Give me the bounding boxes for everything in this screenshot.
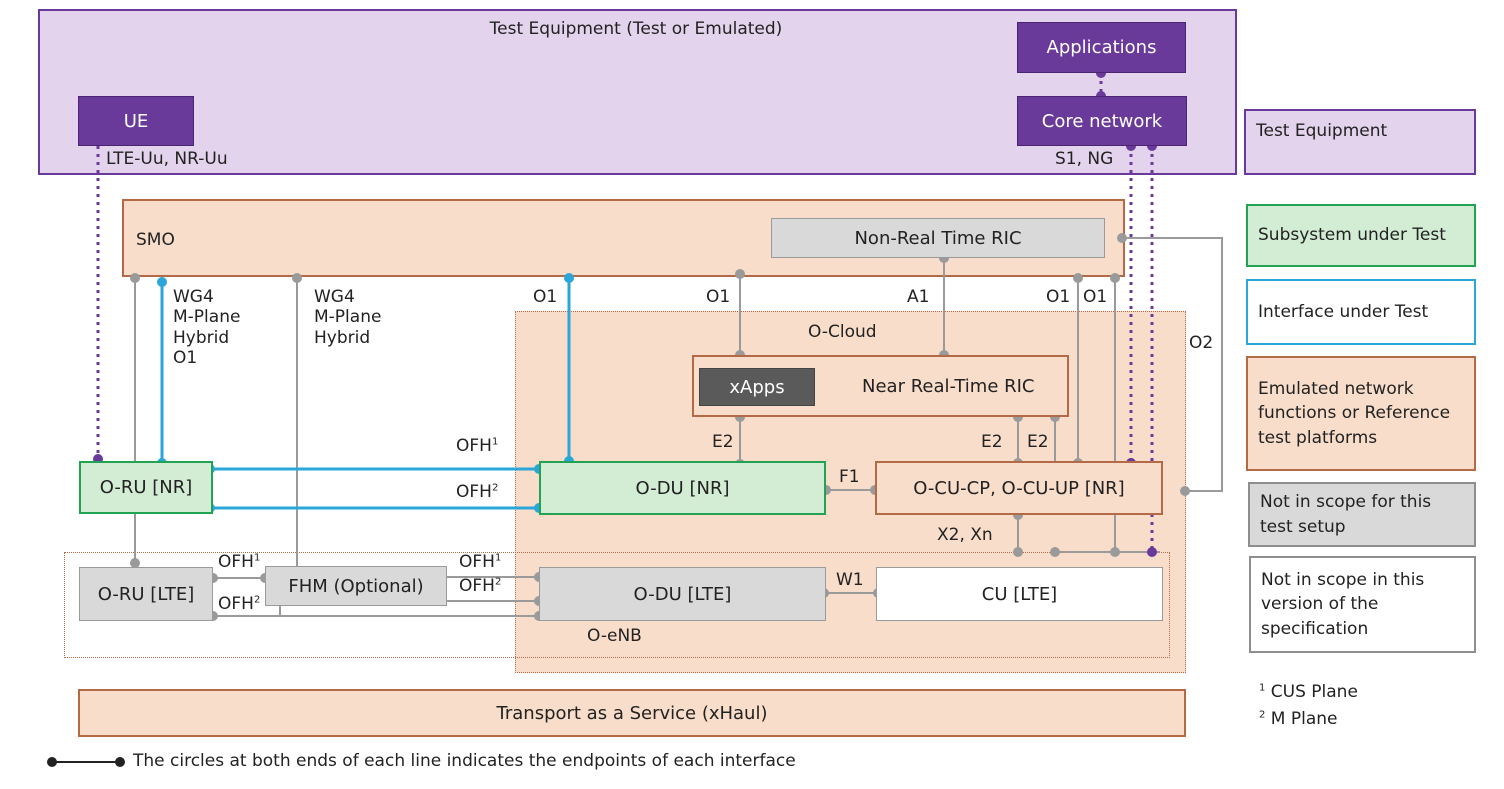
footnote-1: 1 CUS Plane bbox=[1259, 682, 1358, 702]
wg4-line: WG4 bbox=[314, 287, 355, 307]
m-plane-line: M-Plane bbox=[314, 307, 382, 328]
endpoint bbox=[1073, 273, 1083, 283]
e2-cu-label-2: E2 bbox=[1027, 432, 1049, 452]
e2-odu-label: E2 bbox=[712, 432, 734, 452]
legend-not-in-scope-setup: Not in scope for this test setup bbox=[1248, 482, 1476, 547]
a1-label: A1 bbox=[907, 287, 930, 307]
endpoint bbox=[1110, 547, 1120, 557]
sup-1: 1 bbox=[253, 552, 261, 564]
o-du-nr-box: O-DU [NR] bbox=[539, 461, 826, 515]
non-rt-ric-box: Non-Real Time RIC bbox=[771, 218, 1105, 258]
footnote-2: 2 M Plane bbox=[1259, 709, 1337, 729]
e2-cu-label-1: E2 bbox=[981, 432, 1003, 452]
test-equipment-title: Test Equipment (Test or Emulated) bbox=[489, 19, 783, 39]
w1-label: W1 bbox=[836, 570, 864, 590]
endpoint bbox=[130, 273, 140, 283]
legend-not-in-scope-spec: Not in scope in this version of the spec… bbox=[1249, 556, 1476, 653]
ofh-text: OFH bbox=[456, 482, 492, 502]
ofh-text: OFH bbox=[459, 576, 495, 596]
sup-2: 2 bbox=[491, 482, 499, 494]
sup-1: 1 bbox=[494, 552, 502, 564]
o-ru-nr-box: O-RU [NR] bbox=[79, 461, 213, 514]
legend-test-equipment: Test Equipment bbox=[1244, 109, 1476, 175]
ofh-m-nr-label: OFH2 bbox=[456, 482, 498, 502]
o2-line bbox=[1122, 237, 1223, 492]
endpoint bbox=[130, 558, 140, 568]
ofh-m-lte-label-2: OFH2 bbox=[459, 576, 501, 596]
xapps-box: xApps bbox=[699, 368, 815, 406]
ocloud-label: O-Cloud bbox=[808, 322, 877, 342]
endpoints-note: The circles at both ends of each line in… bbox=[133, 751, 796, 771]
legend-interface-under-test: Interface under Test bbox=[1246, 279, 1476, 345]
f1-label: F1 bbox=[839, 467, 860, 487]
sup-2: 2 bbox=[1259, 709, 1266, 721]
x2-xn-label: X2, Xn bbox=[937, 525, 993, 545]
near-rt-ric-label: Near Real-Time RIC bbox=[862, 376, 1035, 397]
sup-2: 2 bbox=[494, 576, 502, 588]
ue-interface-label: LTE-Uu, NR-Uu bbox=[106, 149, 228, 169]
ofh-text: OFH bbox=[218, 594, 254, 614]
endpoint bbox=[1050, 547, 1060, 557]
fhm-box: FHM (Optional) bbox=[265, 566, 447, 606]
o-cu-nr-box: O-CU-CP, O-CU-UP [NR] bbox=[875, 461, 1163, 515]
endpoint bbox=[47, 757, 57, 767]
o2-label: O2 bbox=[1189, 333, 1214, 353]
smo-label: SMO bbox=[136, 230, 175, 250]
endpoint bbox=[1117, 233, 1127, 243]
footnote-2-text: M Plane bbox=[1270, 709, 1338, 729]
endpoint bbox=[292, 273, 302, 283]
ofh-cus-nr-label: OFH1 bbox=[456, 436, 498, 456]
oenb-container bbox=[64, 552, 1170, 658]
o1-odu-label: O1 bbox=[533, 287, 558, 307]
footnote-1-text: CUS Plane bbox=[1270, 682, 1358, 702]
core-interface-label: S1, NG bbox=[1055, 149, 1114, 169]
o-du-lte-box: O-DU [LTE] bbox=[539, 567, 826, 621]
wg4-hybrid-label: WG4 M-Plane Hybrid bbox=[314, 287, 381, 348]
ofh-text: OFH bbox=[456, 436, 492, 456]
sup-1: 1 bbox=[1259, 682, 1266, 694]
o-enb-label: O-eNB bbox=[587, 626, 642, 646]
hybrid-line: Hybrid bbox=[173, 327, 230, 348]
endpoint bbox=[564, 273, 574, 283]
endpoint bbox=[1110, 273, 1120, 283]
o1-line: O1 bbox=[173, 348, 198, 369]
ofh-text: OFH bbox=[218, 552, 254, 572]
wg4-line: WG4 bbox=[173, 287, 214, 307]
sup-1: 1 bbox=[491, 436, 499, 448]
o1-ric-label: O1 bbox=[706, 287, 731, 307]
endpoint bbox=[1147, 547, 1157, 557]
ofh-cus-lte-label-2: OFH1 bbox=[459, 552, 501, 572]
endpoint bbox=[1013, 547, 1023, 557]
legend-subsystem-under-test: Subsystem under Test bbox=[1246, 204, 1476, 267]
cu-lte-box: CU [LTE] bbox=[876, 567, 1163, 621]
core-network-box: Core network bbox=[1017, 96, 1187, 146]
wg4-hybrid-o1-label: WG4 M-Plane Hybrid O1 bbox=[173, 287, 240, 369]
sup-2: 2 bbox=[253, 594, 261, 606]
endpoint bbox=[735, 269, 745, 279]
endpoint bbox=[115, 757, 125, 767]
legend-emulated-functions: Emulated network functions or Reference … bbox=[1246, 356, 1476, 471]
o-ru-lte-box: O-RU [LTE] bbox=[79, 567, 213, 621]
ofh-m-lte-label-1: OFH2 bbox=[218, 594, 260, 614]
o1-cu-label-1: O1 bbox=[1046, 287, 1071, 307]
applications-box: Applications bbox=[1017, 22, 1186, 73]
ue-box: UE bbox=[78, 96, 194, 146]
endpoint bbox=[157, 277, 167, 287]
o1-cu-label-2: O1 bbox=[1083, 287, 1108, 307]
m-plane-line: M-Plane bbox=[173, 307, 241, 328]
transport-box: Transport as a Service (xHaul) bbox=[78, 689, 1186, 737]
hybrid-line: Hybrid bbox=[314, 327, 371, 348]
ofh-text: OFH bbox=[459, 552, 495, 572]
ofh-cus-lte-label-1: OFH1 bbox=[218, 552, 260, 572]
endpoint bbox=[1180, 486, 1190, 496]
